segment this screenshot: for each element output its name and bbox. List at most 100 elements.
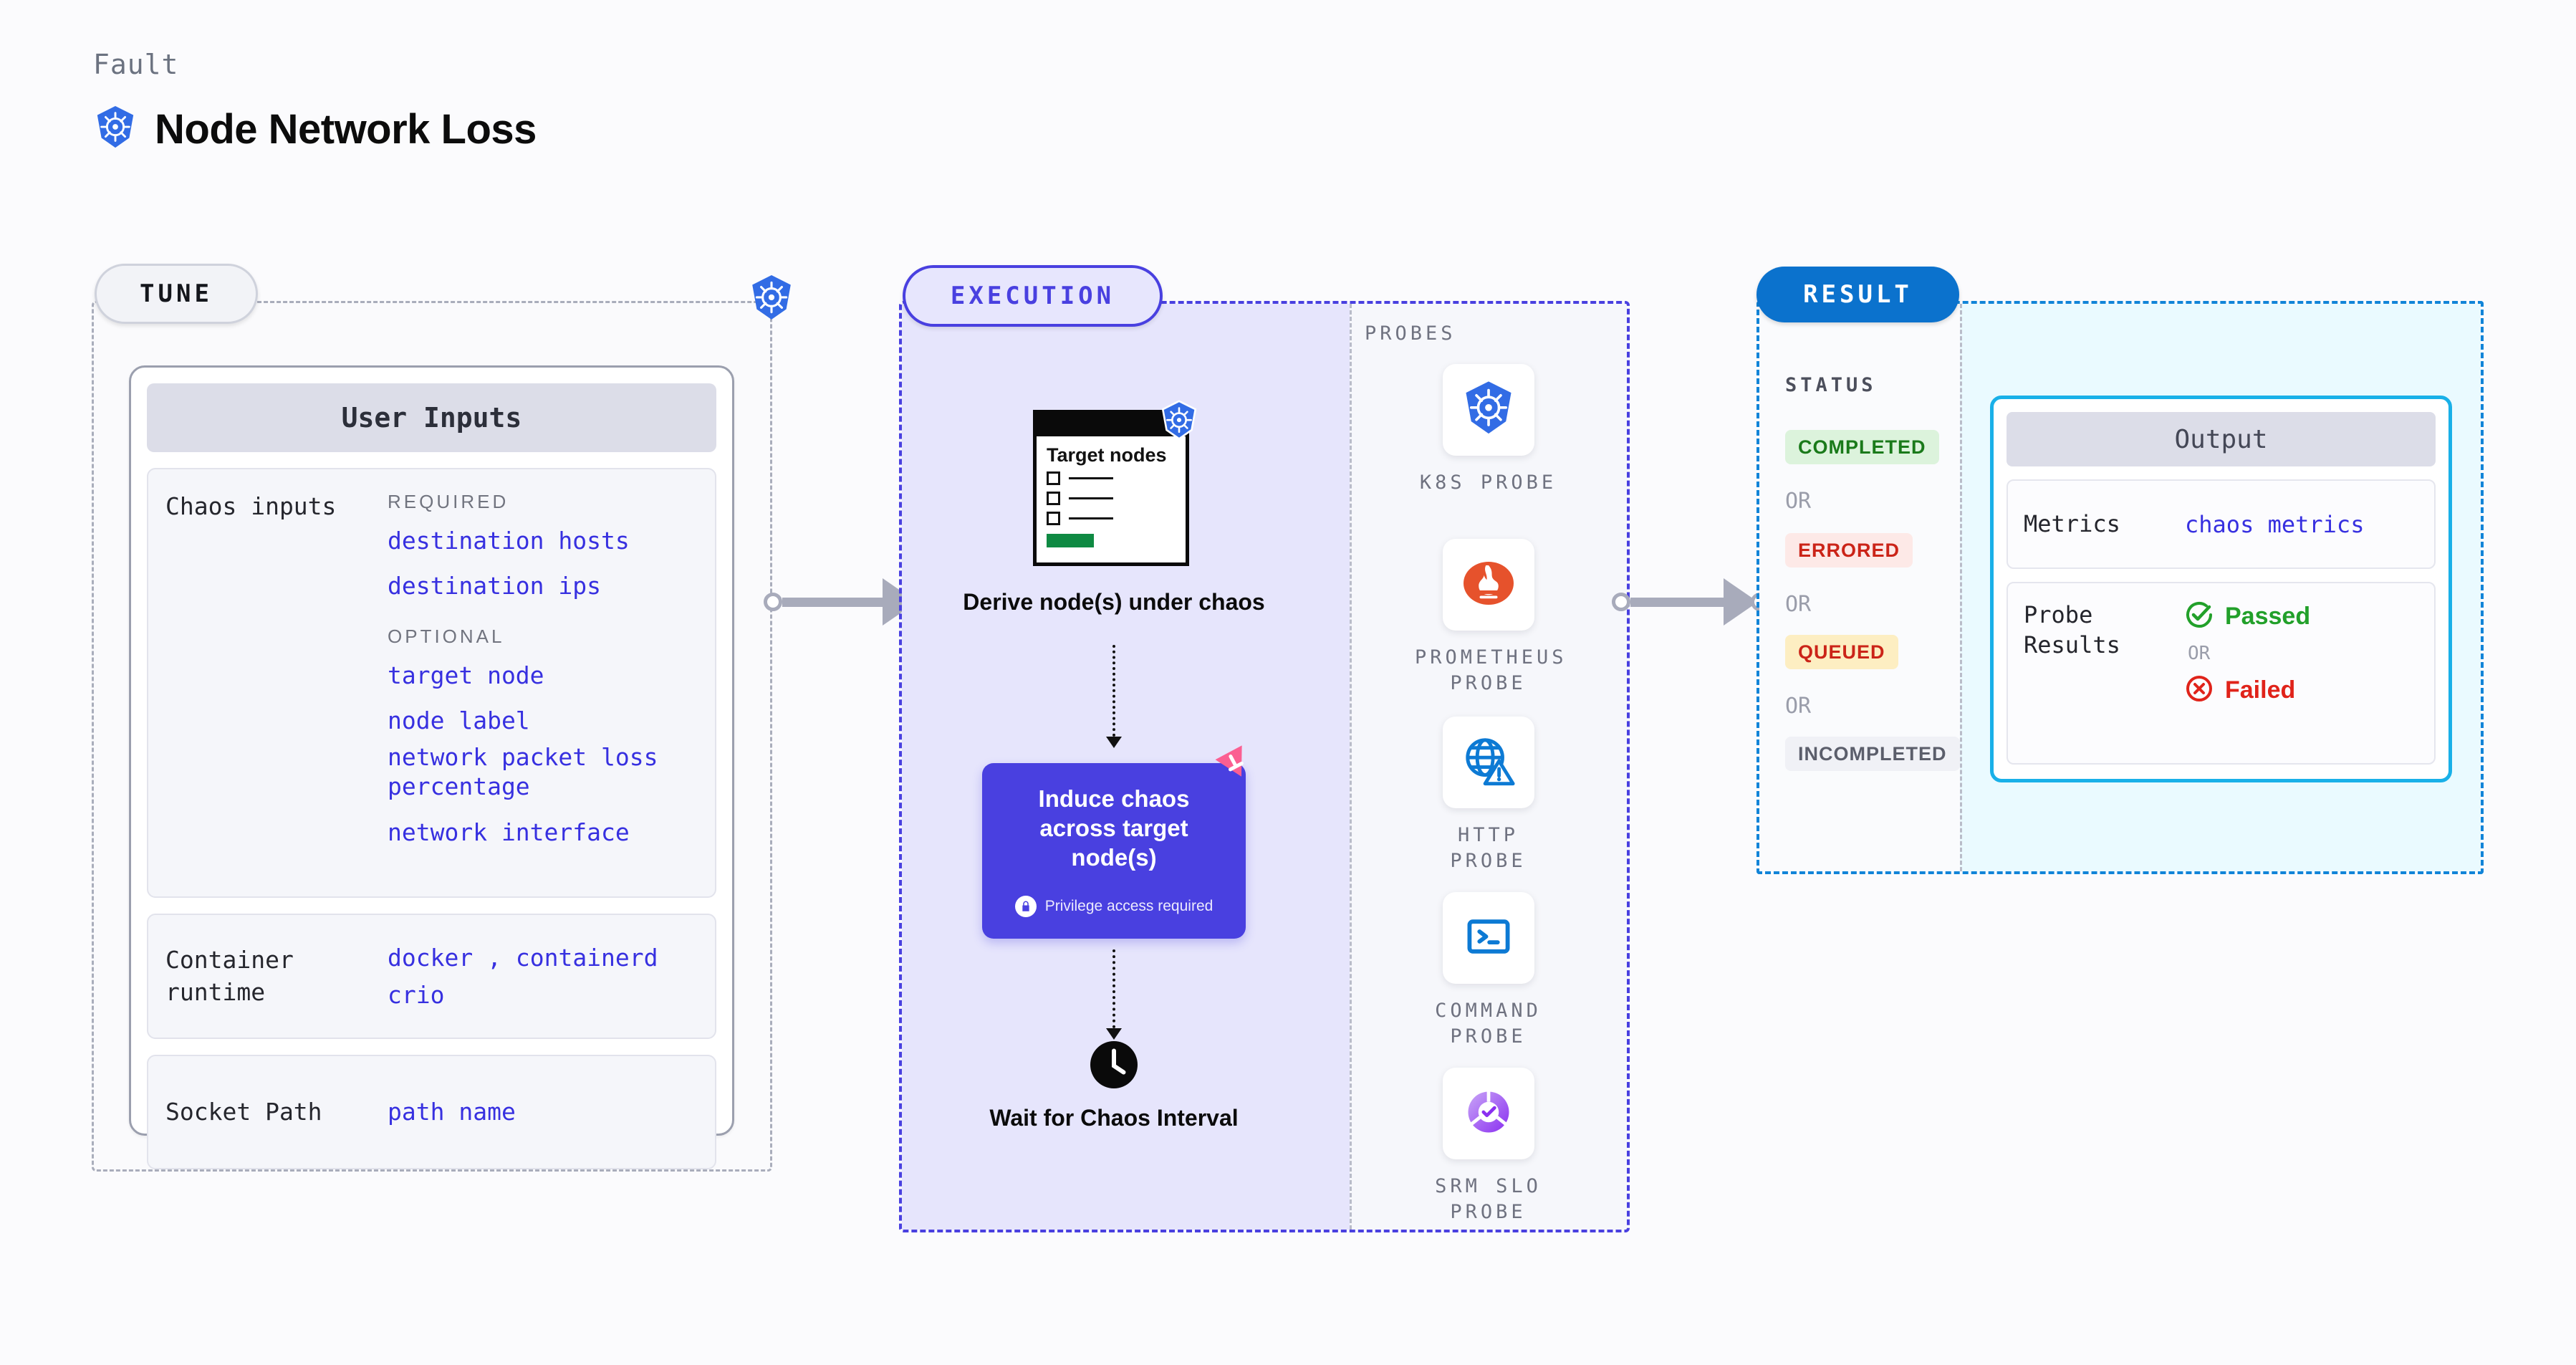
page-header: Fault Node Network Loss	[93, 49, 537, 154]
target-nodes-window: Target nodes	[1033, 410, 1189, 566]
kubernetes-icon	[1461, 380, 1517, 441]
probe-label: PROMETHEUS PROBE	[1415, 646, 1567, 695]
probes-title: PROBES	[1365, 322, 1456, 345]
title-row: Node Network Loss	[93, 105, 537, 154]
probe-tile[interactable]	[1442, 717, 1534, 808]
execution-badge: EXECUTION	[903, 265, 1163, 327]
runtime-line-1[interactable]: docker , containerd	[388, 943, 698, 972]
checkbox-icon	[1047, 471, 1060, 486]
required-heading: REQUIRED	[388, 491, 509, 512]
eyebrow-label: Fault	[93, 49, 179, 80]
status-badge-errored: ERRORED	[1785, 533, 1913, 567]
x-circle-icon	[2185, 674, 2214, 707]
confirm-bar	[1047, 534, 1094, 548]
kubernetes-icon	[93, 105, 138, 154]
socket-path-label: Socket Path	[165, 1097, 322, 1126]
container-runtime-row: Container runtime docker , containerd cr…	[147, 914, 716, 1039]
passed-label: Passed	[2225, 603, 2311, 630]
check-circle-icon	[2185, 600, 2214, 633]
probe-tile[interactable]	[1442, 1068, 1534, 1159]
input-target-node[interactable]: target node	[388, 661, 544, 689]
placeholder-line	[1069, 517, 1113, 520]
runtime-crio[interactable]: crio	[388, 980, 445, 1009]
runtime-containerd[interactable]: containerd	[515, 944, 658, 972]
privilege-note: Privilege access required	[1014, 895, 1213, 917]
result-status-column	[1759, 304, 1960, 871]
probe-results-row: Probe Results Passed OR	[2007, 582, 2436, 765]
globe-warning-icon	[1461, 733, 1517, 792]
status-badge-queued: QUEUED	[1785, 635, 1898, 669]
checkbox-icon	[1047, 512, 1060, 526]
probe-label: HTTP PROBE	[1450, 824, 1527, 873]
connector-execution-result	[1612, 578, 1769, 626]
kubernetes-icon	[1159, 400, 1199, 441]
induce-chaos-box[interactable]: Induce chaos across target node(s) Privi…	[982, 763, 1246, 939]
chaos-inputs-label: Chaos inputs	[165, 492, 337, 520]
target-nodes-heading: Target nodes	[1047, 444, 1167, 466]
lock-icon	[1014, 895, 1037, 917]
status-badge-incompleted: INCOMPLETED	[1785, 737, 1960, 771]
chaos-inputs-row: Chaos inputs REQUIRED destination hosts …	[147, 468, 716, 898]
probe-result-passed: Passed	[2185, 600, 2310, 633]
probe-tile[interactable]	[1442, 364, 1534, 456]
metrics-value[interactable]: chaos metrics	[2185, 510, 2365, 538]
probe-http[interactable]: HTTP PROBE	[1415, 717, 1562, 875]
node-list-item	[1047, 471, 1176, 486]
connector-line	[782, 597, 883, 607]
probe-results-label: Probe Results	[2024, 601, 2120, 658]
socket-path-value[interactable]: path name	[388, 1098, 516, 1126]
flow-line	[1112, 645, 1115, 737]
result-panel	[1756, 301, 2484, 874]
user-inputs-card: User Inputs Chaos inputs REQUIRED destin…	[129, 365, 734, 1169]
derive-nodes-label: Derive node(s) under chaos	[963, 589, 1265, 615]
flow-line	[1112, 949, 1115, 1028]
container-runtime-values: docker , containerd crio	[388, 943, 698, 1010]
failed-label: Failed	[2225, 676, 2296, 704]
kubernetes-icon	[748, 274, 795, 322]
result-badge: RESULT	[1756, 267, 1959, 322]
probe-tile[interactable]	[1442, 539, 1534, 631]
runtime-separator: ,	[487, 944, 501, 972]
metrics-label: Metrics	[2024, 509, 2120, 537]
optional-heading: OPTIONAL	[388, 625, 505, 647]
status-badge-completed: COMPLETED	[1785, 430, 1939, 464]
flow-arrowhead	[1106, 737, 1122, 748]
probe-results-values: Passed OR Failed	[2185, 600, 2310, 746]
output-card: Output Metrics chaos metrics Probe Resul…	[1990, 396, 2452, 782]
input-network-interface[interactable]: network interface	[388, 818, 630, 846]
node-list-item	[1047, 512, 1176, 526]
or-label: OR	[1785, 694, 1812, 719]
induce-chaos-title: Induce chaos across target node(s)	[1038, 785, 1190, 871]
checkbox-icon	[1047, 492, 1060, 506]
litmus-logo	[1213, 742, 1257, 787]
srm-slo-icon	[1461, 1085, 1516, 1143]
probe-k8s[interactable]: K8S PROBE	[1415, 364, 1562, 496]
user-inputs-title: User Inputs	[147, 383, 716, 452]
probe-tile[interactable]	[1442, 892, 1534, 984]
socket-path-values: path name	[388, 1097, 698, 1126]
probe-label: K8S PROBE	[1419, 471, 1557, 494]
input-destination-hosts[interactable]: destination hosts	[388, 527, 630, 555]
probe-result-failed: Failed	[2185, 674, 2310, 707]
input-destination-ips[interactable]: destination ips	[388, 572, 602, 600]
probe-command[interactable]: COMMAND PROBE	[1415, 892, 1562, 1050]
probe-label: COMMAND PROBE	[1435, 1000, 1542, 1048]
connector-start-dot	[764, 593, 782, 611]
status-title: STATUS	[1785, 374, 1877, 396]
tune-badge: TUNE	[95, 264, 258, 324]
target-nodes-card: Target nodes	[1033, 400, 1197, 571]
connector-line	[1630, 597, 1724, 607]
chaos-inputs-values: REQUIRED destination hosts destination i…	[388, 491, 698, 875]
result-divider	[1960, 304, 1962, 871]
runtime-docker[interactable]: docker	[388, 944, 474, 972]
probe-srm-slo[interactable]: SRM SLO PROBE	[1415, 1068, 1562, 1226]
input-node-label[interactable]: node label	[388, 706, 530, 734]
flow-arrowhead	[1106, 1028, 1122, 1040]
prometheus-icon	[1460, 555, 1517, 616]
container-runtime-label: Container runtime	[165, 945, 294, 1006]
or-label: OR	[2188, 643, 2211, 664]
probe-prometheus[interactable]: PROMETHEUS PROBE	[1415, 539, 1567, 697]
clock-icon	[1088, 1039, 1140, 1091]
terminal-icon	[1462, 910, 1515, 967]
input-network-packet-loss-percentage[interactable]: network packet loss percentage	[388, 743, 658, 801]
